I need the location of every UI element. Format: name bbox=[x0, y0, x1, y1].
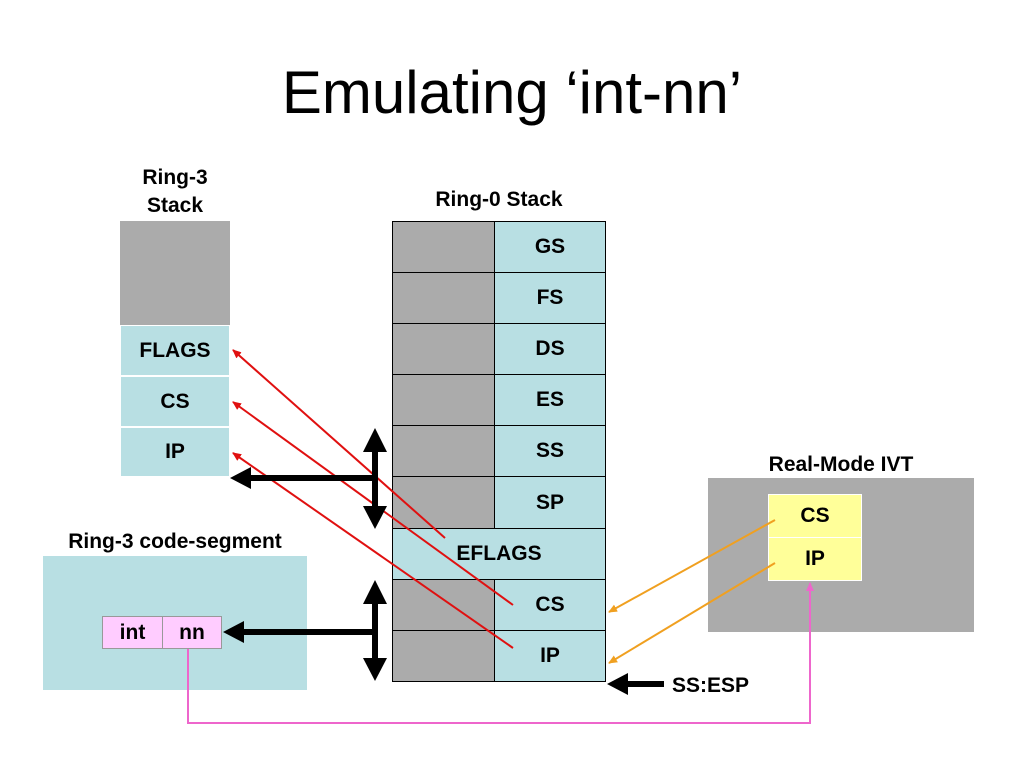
red-arrow-ip-to-ip bbox=[232, 452, 514, 649]
ring0-gs-pad bbox=[392, 221, 495, 273]
slide-title: Emulating ‘int-nn’ bbox=[281, 59, 743, 126]
pink-connector-nn-to-ivt bbox=[187, 582, 814, 724]
ring0-ds: DS bbox=[494, 323, 606, 375]
instr-nn: nn bbox=[162, 616, 222, 649]
ring3-stack-flags: FLAGS bbox=[120, 325, 230, 376]
ring3-stack-cs: CS bbox=[120, 376, 230, 427]
ring0-gs: GS bbox=[494, 221, 606, 273]
orange-arrow-ivt-ip bbox=[608, 562, 776, 664]
ss-esp-pointer-arrow bbox=[607, 673, 664, 695]
ivt-cs: CS bbox=[768, 494, 862, 538]
ring3-stack-label: Ring-3 Stack bbox=[120, 164, 230, 220]
ring0-stack-label: Ring-0 Stack bbox=[435, 188, 563, 211]
ss-esp-label: SS:ESP bbox=[672, 674, 750, 697]
ring3-stack-unused bbox=[120, 221, 230, 325]
ring0-fs: FS bbox=[494, 272, 606, 324]
code-segment-label: Ring-3 code-segment bbox=[68, 530, 282, 553]
ring0-cs: CS bbox=[494, 579, 606, 631]
ivt-label: Real-Mode IVT bbox=[768, 453, 914, 476]
ring0-ss-pad bbox=[392, 425, 495, 477]
red-arrow-eflags-to-flags bbox=[232, 349, 446, 539]
ring0-ss: SS bbox=[494, 425, 606, 477]
ring0-ip: IP bbox=[494, 630, 606, 682]
upper-horizontal-arrow bbox=[230, 467, 375, 489]
lower-horizontal-arrow bbox=[223, 621, 375, 643]
instr-int: int bbox=[102, 616, 163, 649]
ring3-stack-label-line2: Stack bbox=[146, 194, 204, 217]
ring3-stack-ip: IP bbox=[120, 427, 230, 477]
ring0-es-pad bbox=[392, 374, 495, 426]
orange-arrow-ivt-cs bbox=[608, 519, 776, 613]
ring3-stack-label-line1: Ring-3 bbox=[142, 166, 208, 189]
ivt-ip: IP bbox=[768, 537, 862, 581]
